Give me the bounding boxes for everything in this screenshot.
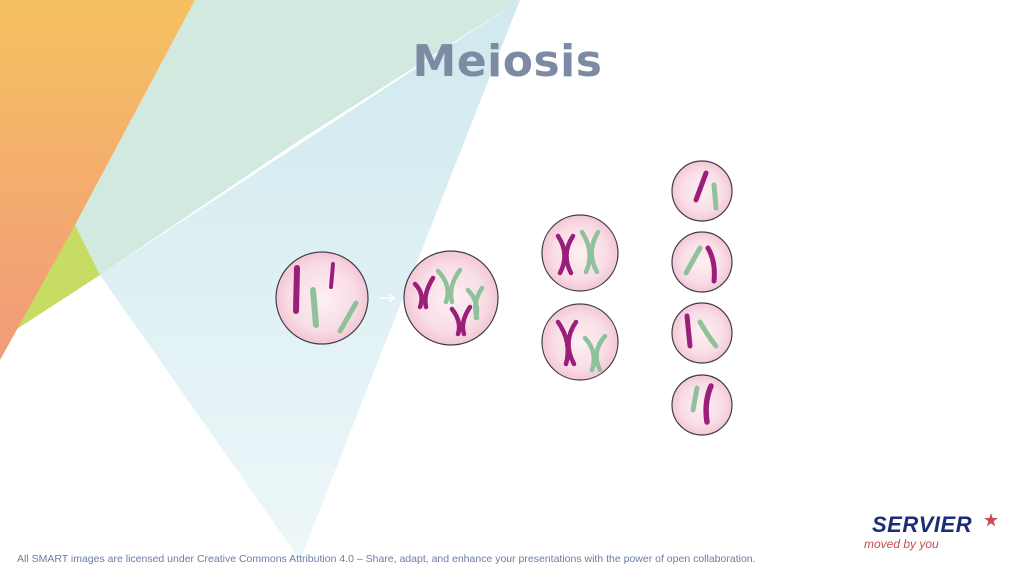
- chromosome-magenta: [293, 262, 335, 314]
- logo-name: SERVIER: [872, 512, 973, 537]
- chromosome-x-green: [435, 267, 485, 321]
- replicated-cell: [403, 250, 499, 346]
- gamete-cell-4: [671, 374, 733, 436]
- chromosome-x-magenta: [555, 233, 576, 276]
- parent-cell: [275, 251, 369, 345]
- chromosome-x-green: [579, 229, 601, 275]
- logo-tagline: moved by you: [864, 537, 939, 551]
- chromosome-x-magenta: [555, 319, 579, 367]
- license-footer: All SMART images are licensed under Crea…: [17, 553, 756, 565]
- orange-shape: [0, 0, 195, 360]
- green-light-shape: [75, 0, 520, 275]
- gamete-cell-3: [671, 302, 733, 364]
- page-title: Meiosis: [412, 36, 603, 87]
- chromosome-green: [310, 287, 359, 334]
- gamete-cell-1: [671, 160, 733, 222]
- daughter-cell-1: [541, 214, 619, 292]
- chromosome-x-green: [582, 333, 608, 373]
- star-icon: [984, 513, 998, 527]
- servier-logo: SERVIER moved by you: [858, 510, 1008, 555]
- daughter-cell-2: [541, 303, 619, 381]
- chromosome-x-magenta: [412, 275, 473, 337]
- arrow-icon: [380, 293, 396, 303]
- gamete-cell-2: [671, 231, 733, 293]
